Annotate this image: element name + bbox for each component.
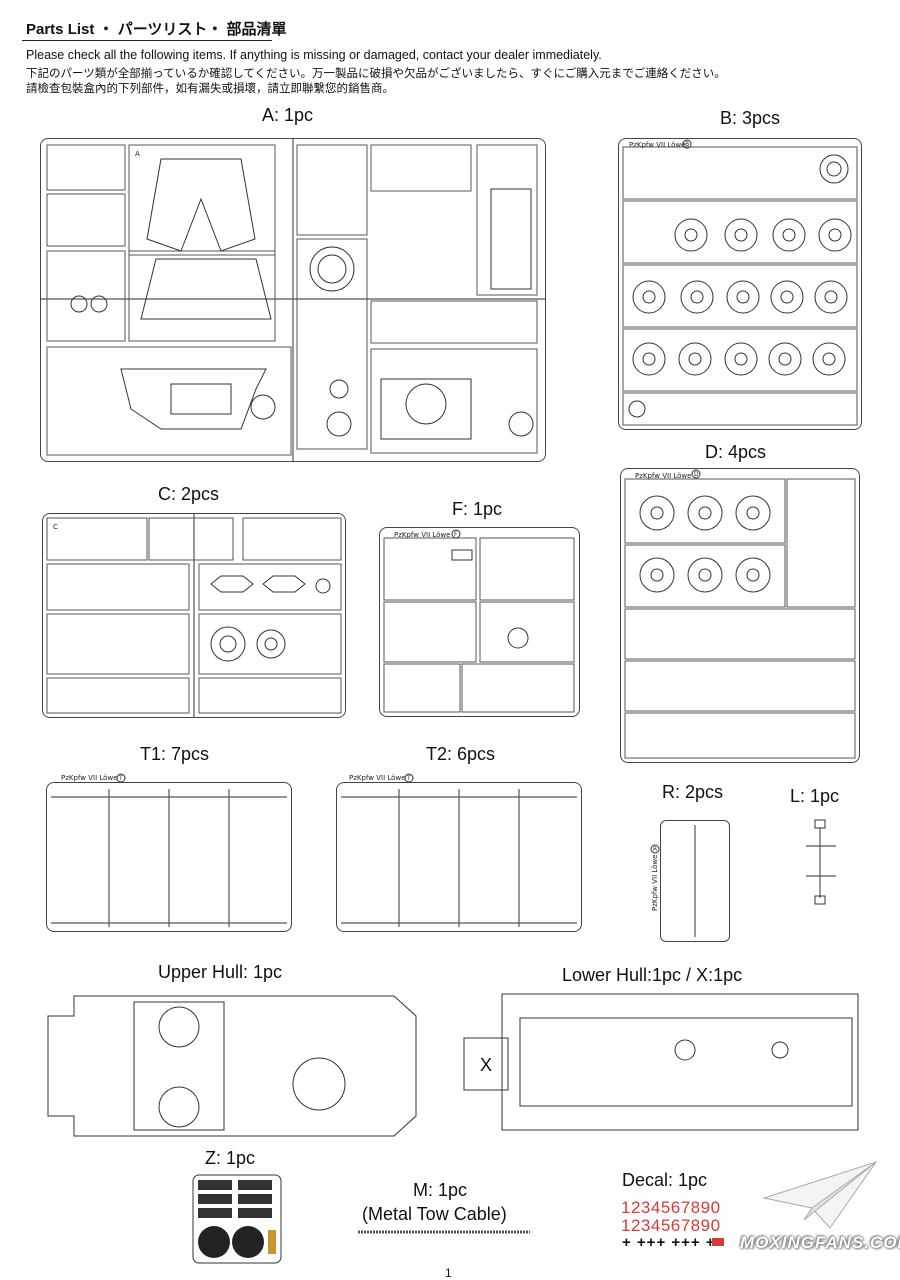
decal-cross-row: + +++ +++ ++ <box>622 1234 726 1251</box>
sprue-t2: PzKpfw VII Löwe T <box>336 773 582 932</box>
tow-cable-drawing <box>358 1230 530 1234</box>
upper-hull-drawing <box>47 995 417 1137</box>
sprue-f-kit-name: PzKpfw VII Löwe <box>394 531 450 539</box>
sprue-c-drawing: C <box>46 514 342 717</box>
sprue-d-drawing: PzKpfw VII Löwe D <box>624 469 856 759</box>
tow-cable-subtitle: (Metal Tow Cable) <box>362 1204 507 1224</box>
watermark-text: MOXINGFANS.COM <box>740 1233 900 1252</box>
sprue-a-title: A: 1pc <box>262 105 314 125</box>
sprue-t1: PzKpfw VII Löwe T <box>46 773 292 932</box>
sprue-l-title: L: 1pc <box>790 786 840 806</box>
sprue-r-title: R: 2pcs <box>662 782 724 802</box>
upper-hull <box>44 992 418 1140</box>
tow-cable-title: M: 1pc <box>413 1180 468 1200</box>
sprue-t1-drawing: PzKpfw VII Löwe T <box>51 773 287 927</box>
sprue-t1-kit-name: PzKpfw VII Löwe <box>61 774 117 782</box>
photoetch-z-title: Z: 1pc <box>205 1148 256 1168</box>
sprue-t1-title: T1: 7pcs <box>140 744 210 764</box>
page-number: 1 <box>445 1266 452 1280</box>
sprue-d-badge: D <box>694 471 699 478</box>
upper-hull-title: Upper Hull: 1pc <box>158 962 283 982</box>
sprue-c-letter: C <box>53 523 58 531</box>
sprue-b-title: B: 3pcs <box>720 108 781 128</box>
instruction-japanese: 下記のパーツ類が全部揃っているか確認してください。万一製品に破損や欠品がございま… <box>26 68 726 80</box>
sprue-a: A <box>40 138 546 462</box>
sprue-d-title: D: 4pcs <box>705 442 767 462</box>
sprue-f-title: F: 1pc <box>452 499 503 519</box>
sprue-f: PzKpfw VII Löwe F <box>379 527 580 717</box>
decal-number-row-1: 1234567890 <box>621 1198 721 1217</box>
photoetch-z-drawing <box>192 1174 282 1264</box>
paper-plane-logo <box>760 1158 880 1234</box>
decal-number-row-2: 1234567890 <box>621 1216 721 1235</box>
sprue-b-drawing: PzKpfw VII Löwe B <box>622 139 858 426</box>
decal-red-flag <box>712 1238 724 1246</box>
x-part-label: X <box>480 1055 492 1075</box>
decal-title: Decal: 1pc <box>622 1170 708 1190</box>
lower-hull-title: Lower Hull:1pc / X:1pc <box>562 965 743 985</box>
sprue-t2-drawing: PzKpfw VII Löwe T <box>341 773 577 927</box>
sprue-b: PzKpfw VII Löwe B <box>618 138 862 430</box>
page-title: Parts List ・ パーツリスト・ 部品清單 <box>26 21 287 38</box>
photoetch-z <box>192 1174 282 1264</box>
sprue-d-kit-name: PzKpfw VII Löwe <box>635 472 691 480</box>
paper-plane-icon <box>762 1161 878 1229</box>
sprue-l <box>806 819 836 905</box>
sprue-f-badge: F <box>454 531 458 538</box>
sprue-r-drawing: PzKpfw VII Löwe R <box>650 825 696 937</box>
sprue-c-title: C: 2pcs <box>158 484 220 504</box>
sprue-c: C <box>42 513 346 718</box>
sprue-f-drawing: PzKpfw VII Löwe F <box>383 529 575 713</box>
sprue-r-kit-name: PzKpfw VII Löwe <box>651 855 659 911</box>
sprue-r: PzKpfw VII Löwe R <box>650 820 730 942</box>
sprue-t2-kit-name: PzKpfw VII Löwe <box>349 774 405 782</box>
sprue-a-letter: A <box>135 150 140 158</box>
tow-cable <box>358 1228 530 1236</box>
sprue-r-badge: R <box>653 846 657 853</box>
instruction-chinese: 請檢查包裝盒內的下列部件，如有漏失或損壞，請立即聯繫您的銷售商。 <box>26 83 394 95</box>
sprue-a-drawing: A <box>41 139 545 461</box>
sprue-b-badge: B <box>685 141 689 148</box>
sprue-t2-badge: T <box>406 775 411 782</box>
lower-hull-drawing: X <box>463 993 859 1131</box>
instruction-english: Please check all the following items. If… <box>26 48 602 62</box>
title-underline <box>22 40 272 41</box>
sprue-t1-badge: T <box>118 775 123 782</box>
sprue-t2-title: T2: 6pcs <box>426 744 496 764</box>
sprue-d: PzKpfw VII Löwe D <box>620 468 860 763</box>
sprue-b-kit-name: PzKpfw VII Löwe <box>629 141 685 149</box>
lower-hull: X <box>460 990 860 1134</box>
